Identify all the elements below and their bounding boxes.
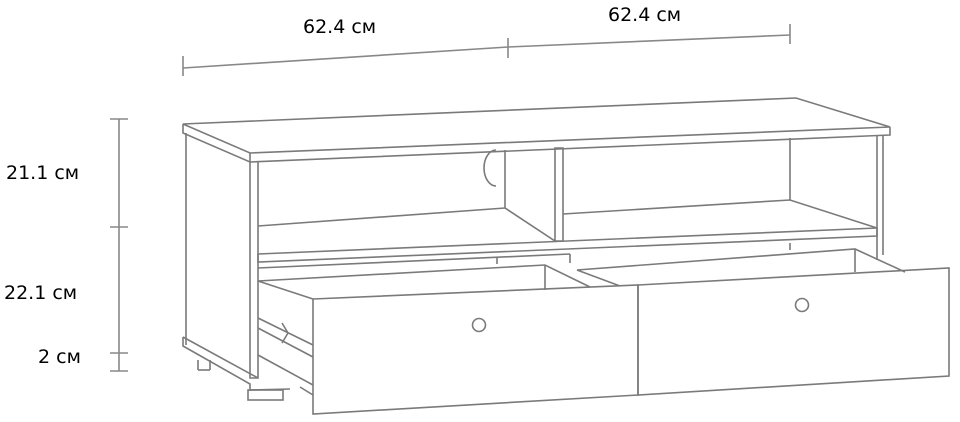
height-lower-label: 22.1 см (4, 282, 78, 304)
width-dimension-line (182, 24, 791, 76)
width-right-label: 62.4 см (608, 4, 682, 26)
width-left-label: 62.4 см (303, 16, 377, 38)
height-upper-label: 21.1 см (6, 162, 80, 184)
cabinet (182, 97, 950, 415)
height-dimension-line (110, 118, 128, 372)
height-base-label: 2 см (38, 346, 81, 368)
